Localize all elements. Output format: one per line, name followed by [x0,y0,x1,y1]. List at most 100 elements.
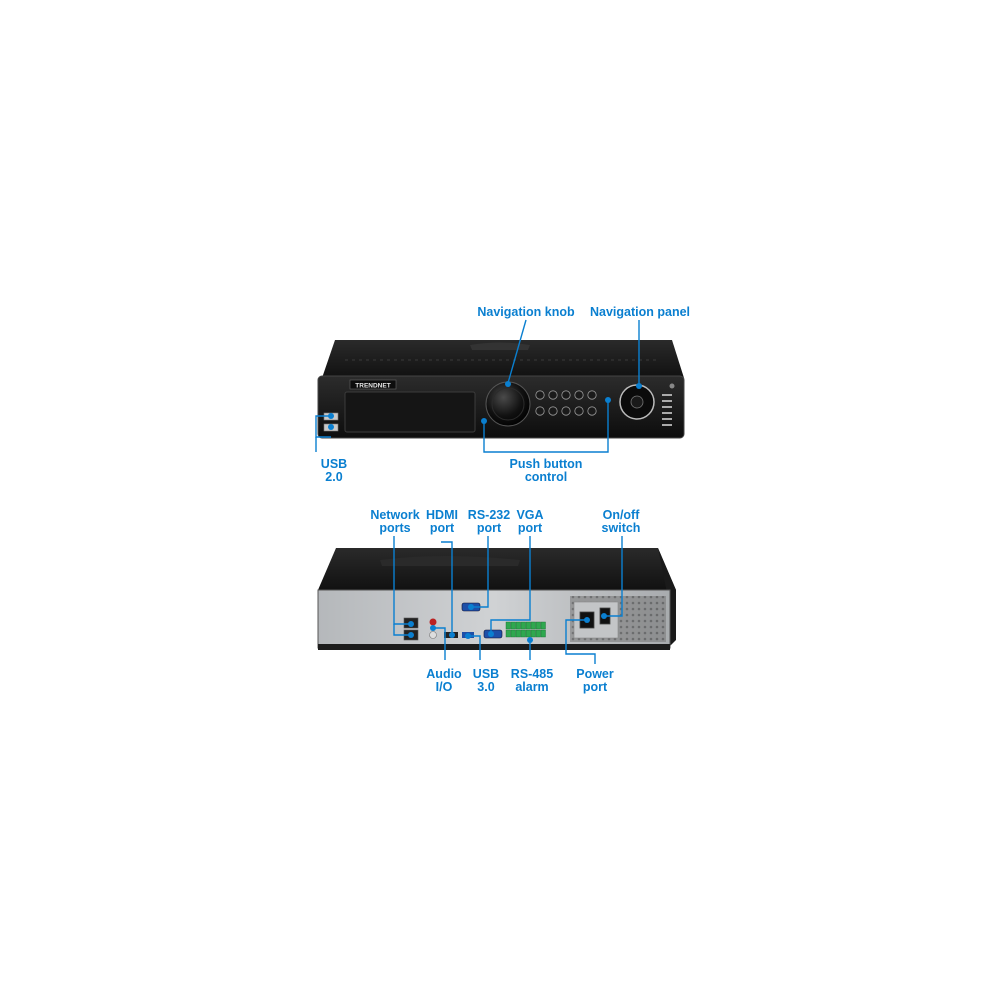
leader-audio [433,627,446,660]
push-button[interactable] [548,390,558,400]
terminal-pin [505,629,511,638]
terminal-pin [540,621,546,630]
brand-plate [349,379,397,390]
push-button[interactable] [587,390,597,400]
push-button[interactable] [561,406,571,416]
label-line: port [582,680,608,694]
front-leader-dots [328,381,642,430]
label-line: alarm [515,680,549,694]
dot-push-button [481,418,487,424]
dot-navigation-panel [636,383,642,389]
dot-usb-3-0 [465,633,471,639]
dot-usb-bottom [328,424,334,430]
label-line: control [524,470,568,484]
leader-usb-3-0 [468,635,481,660]
terminal-pin [535,629,541,638]
rear-panel-base [318,644,670,650]
label-line: VGA [516,508,544,522]
push-button-grid [535,390,597,416]
terminal-pin [515,621,521,630]
navigation-knob-shape[interactable] [485,381,531,427]
label-navigation-panel: Navigation panel [588,306,692,319]
status-led [662,400,672,402]
terminal-pin [535,621,541,630]
audio-jack-red [429,618,437,626]
navigation-knob-inner [491,387,525,421]
terminal-pin [505,621,511,630]
dot-rs-485 [527,637,533,643]
leader-navigation-knob [507,319,527,384]
terminal-pin [530,621,536,630]
rear-unit [317,548,676,650]
status-led [662,418,672,420]
leader-usb-2-0 [315,415,331,438]
label-line: I/O [435,680,453,694]
dot-push-button-right [605,397,611,403]
rear-leader-dots [408,604,607,643]
drive-bay-door [344,391,476,433]
terminal-pin [525,621,531,630]
dot-on-off [601,613,607,619]
terminal-pin [515,629,521,638]
push-button[interactable] [574,406,584,416]
label-line: RS-485 [510,667,554,681]
label-line: switch [601,521,641,535]
leader-rs-232 [472,536,489,608]
push-button[interactable] [574,390,584,400]
label-line: 2.0 [325,470,343,484]
dot-rs-232 [468,604,474,610]
label-line: Power [576,667,614,681]
leader-power-port [565,619,596,664]
rear-leader-lines [393,536,623,664]
dot-hdmi [449,632,455,638]
front-panel-bezel [317,375,685,439]
label-line: ports [379,521,411,535]
audio-jack-white [429,631,437,639]
push-button[interactable] [535,390,545,400]
front-top-bump [470,342,530,350]
label-line: port [517,521,543,535]
dot-network-bottom [408,632,414,638]
terminal-pin [530,629,536,638]
navigation-panel-center [630,395,644,409]
rs-485-alarm-terminal [505,621,546,638]
leader-network-ports-b [393,624,410,636]
label-line: On/off [602,508,640,522]
status-led [662,394,672,396]
status-led [662,406,672,408]
leader-hdmi [441,541,453,635]
front-top-surface [322,340,684,378]
push-button[interactable] [561,390,571,400]
push-button[interactable] [587,406,597,416]
front-unit: TRENDNET [317,340,685,439]
terminal-pin [510,621,516,630]
terminal-pin [510,629,516,638]
dot-power-port [584,617,590,623]
dot-navigation-knob [505,381,511,387]
dot-audio [430,625,436,631]
leader-on-off [605,536,623,617]
terminal-pin [520,621,526,630]
dot-network-top [408,621,414,627]
label-line: port [429,521,455,535]
label-line: Push button [509,457,583,471]
push-button[interactable] [548,406,558,416]
rear-side-right [658,548,676,648]
terminal-pin [540,629,546,638]
dot-vga [488,631,494,637]
status-indicators [662,394,672,426]
brand-logo: TRENDNET [355,383,390,390]
push-button[interactable] [535,406,545,416]
leader-vga [490,536,531,634]
